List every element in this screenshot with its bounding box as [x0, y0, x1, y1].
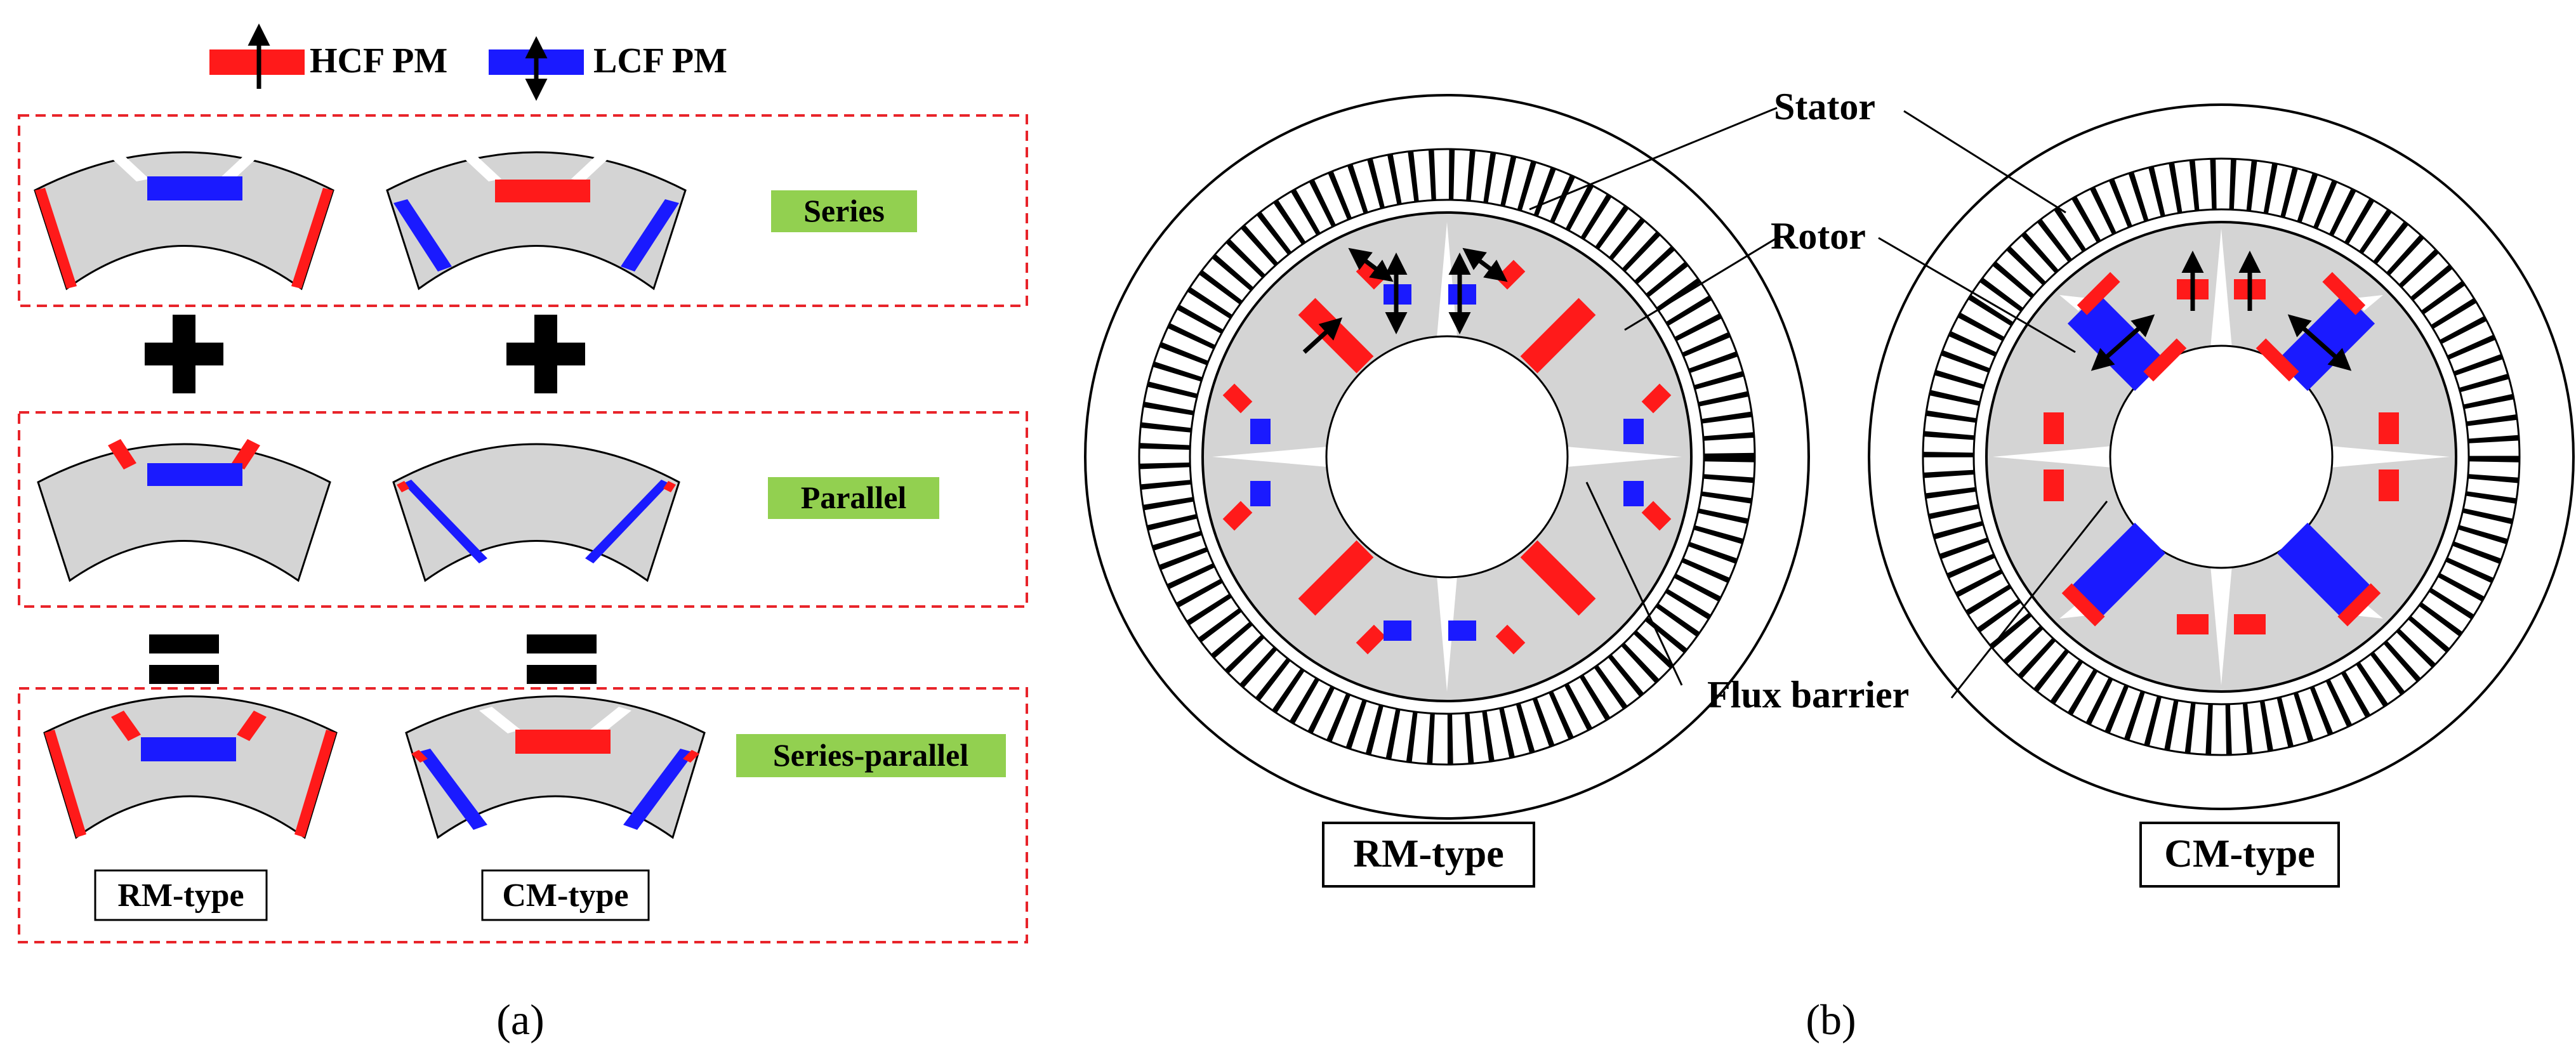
series-rm-segment	[34, 151, 334, 291]
panel-a: HCF PM LCF PM Series	[18, 23, 1028, 1044]
legend: HCF PM LCF PM	[209, 23, 727, 101]
series-row-box	[18, 114, 1028, 307]
equals-sign-rm	[149, 634, 219, 684]
rm-stator-slots	[1139, 149, 1755, 765]
panel-a-cm-type-box	[481, 869, 650, 921]
cm-shaft-hole	[2109, 345, 2334, 569]
callout-leaders	[1529, 107, 2108, 699]
panel-b-rm-type-box	[1322, 822, 1535, 888]
cm-stator-slots	[1923, 159, 2520, 755]
series-label: Series	[803, 193, 885, 228]
series-cm-segment	[386, 151, 687, 291]
panel-b: Stator Rotor Flux barrier RM-type CM-typ…	[1084, 86, 2575, 1044]
panel-b-cm-type-box	[2139, 822, 2340, 888]
panel-a-caption: (a)	[496, 995, 544, 1044]
panel-b-caption: (b)	[1806, 995, 1856, 1044]
callout-flux-barrier: Flux barrier	[1707, 674, 1909, 716]
legend-hcf-label: HCF PM	[310, 41, 447, 81]
parallel-rm-segment	[37, 439, 331, 582]
series-parallel-row-box	[18, 687, 1028, 943]
legend-lcf-label: LCF PM	[593, 41, 727, 81]
series-parallel-label: Series-parallel	[773, 737, 968, 773]
cm-type-machine	[1868, 103, 2575, 810]
parallel-label: Parallel	[801, 480, 907, 515]
panel-a-rm-type-box	[94, 869, 268, 921]
panel-a-cm-type-label: CM-type	[502, 877, 628, 914]
series-parallel-label-box	[736, 734, 1006, 777]
parallel-label-box	[768, 477, 939, 519]
rm-shaft-hole	[1325, 335, 1569, 579]
plus-sign-cm	[506, 315, 585, 393]
rm-type-machine	[1084, 94, 1810, 820]
parallel-cm-segment	[392, 443, 680, 582]
series-parallel-cm-segment	[405, 695, 706, 839]
plus-sign-rm	[145, 315, 223, 393]
callout-rotor: Rotor	[1771, 215, 1866, 257]
equals-sign-cm	[527, 634, 597, 684]
panel-b-rm-type-label: RM-type	[1353, 832, 1504, 876]
panel-a-rm-type-label: RM-type	[117, 877, 244, 914]
panel-b-cm-type-label: CM-type	[2164, 832, 2315, 876]
series-parallel-rm-segment	[43, 695, 338, 839]
parallel-row-box	[18, 411, 1028, 608]
series-label-box	[771, 190, 917, 232]
callout-stator: Stator	[1774, 86, 1875, 128]
